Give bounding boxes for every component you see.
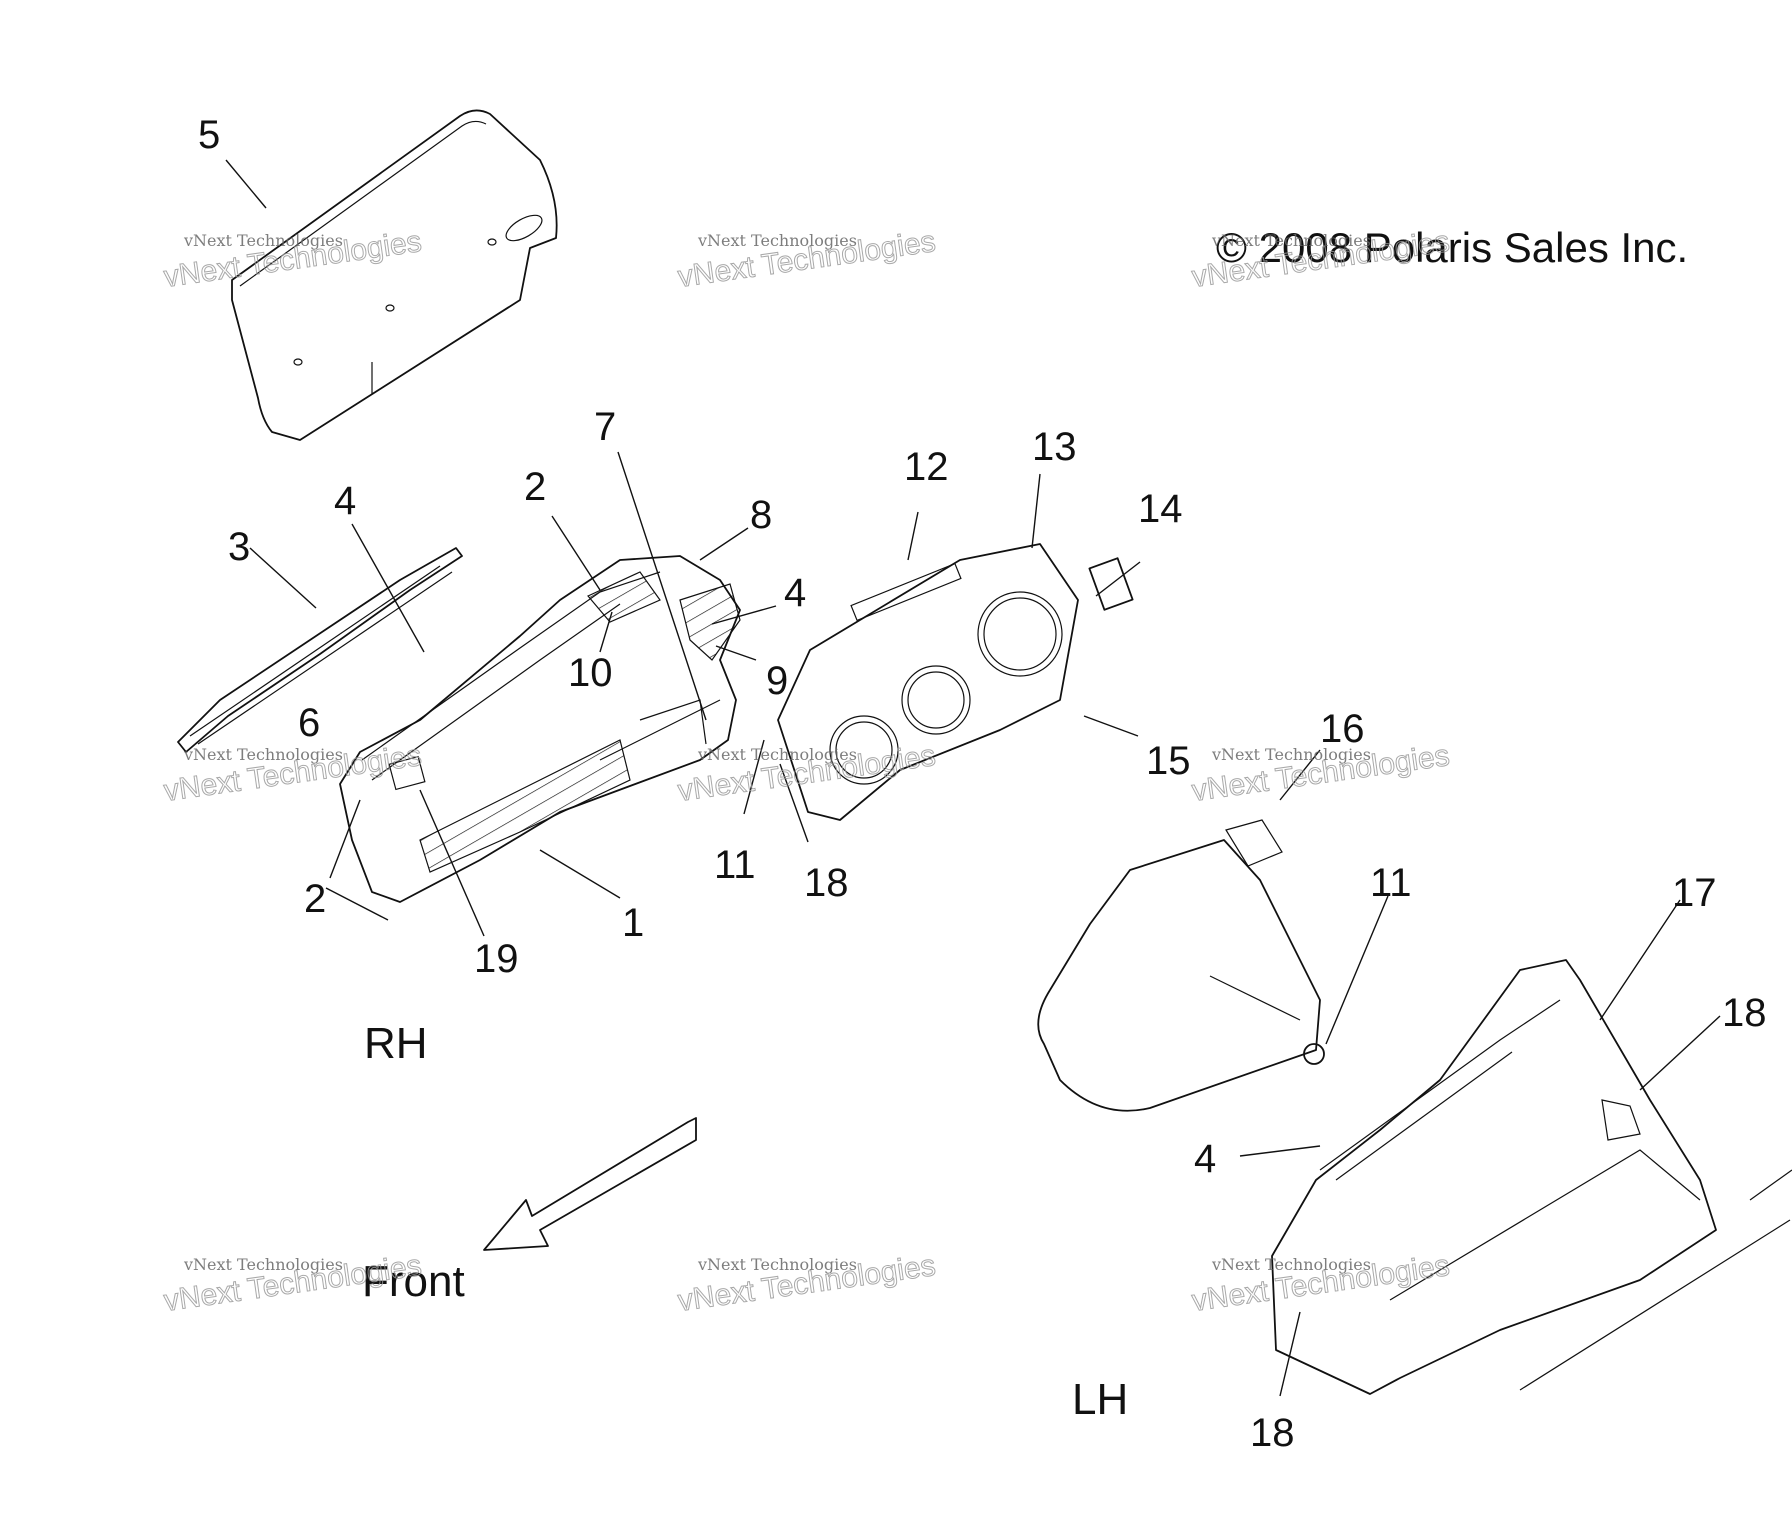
callout-4: 4 [1194, 1137, 1216, 1181]
callout-11: 11 [714, 843, 756, 887]
part-3-trim-strip [177, 547, 463, 753]
copyright-notice: © 2008 Polaris Sales Inc. [1216, 224, 1688, 271]
svg-text:vNext Technologies: vNext Technologies [1211, 231, 1371, 250]
callout-6: 6 [298, 701, 320, 745]
callout-9: 9 [766, 659, 788, 703]
callout-18: 18 [804, 861, 849, 905]
callout-2: 2 [524, 465, 546, 509]
callout-16: 16 [1320, 707, 1365, 751]
svg-text:vNext Technologies: vNext Technologies [697, 1255, 857, 1274]
svg-text:vNext Technologies: vNext Technologies [183, 1255, 343, 1274]
svg-text:vNext Technologies: vNext Technologies [183, 231, 343, 250]
watermark: vNext Technologies vNext Technologies [161, 739, 424, 809]
watermark: vNext Technologies vNext Technologies [1189, 225, 1452, 295]
callout-1: 1 [622, 901, 644, 945]
svg-text:vNext Technologies: vNext Technologies [183, 745, 343, 764]
callout-13: 13 [1032, 425, 1077, 469]
part-1-rh-dash-assembly [339, 555, 741, 903]
part-16-cover [1037, 819, 1321, 1112]
callout-19: 19 [474, 937, 519, 981]
watermark: vNext Technologies vNext Technologies [161, 1249, 424, 1319]
callout-2: 2 [304, 877, 326, 921]
callout-labels: 1 2 2 3 4 4 4 5 6 7 8 9 10 11 11 12 13 1… [198, 113, 1767, 1455]
part-11-grommet [1303, 1043, 1325, 1065]
callout-18: 18 [1722, 991, 1767, 1035]
callout-14: 14 [1138, 487, 1183, 531]
watermark: vNext Technologies vNext Technologies [675, 1249, 938, 1319]
callout-5: 5 [198, 113, 220, 157]
svg-text:vNext Technologies: vNext Technologies [1211, 1255, 1371, 1274]
leader-lines [225, 159, 1721, 1397]
callout-4: 4 [334, 479, 356, 523]
watermark: vNext Technologies vNext Technologies [161, 225, 424, 295]
part-5-panel [231, 109, 558, 441]
watermark: vNext Technologies vNext Technologies [675, 225, 938, 295]
callout-18: 18 [1250, 1411, 1295, 1455]
part-14-decal [1088, 557, 1134, 611]
part-13-gauge-plate [777, 543, 1079, 821]
front-arrow [483, 1117, 697, 1251]
svg-text:vNext Technologies: vNext Technologies [1211, 745, 1371, 764]
rh-view-label: RH [364, 1019, 428, 1068]
watermark: vNext Technologies vNext Technologies [675, 739, 938, 809]
svg-text:vNext Technologies: vNext Technologies [697, 231, 857, 250]
callout-3: 3 [228, 525, 250, 569]
callout-15: 15 [1146, 739, 1191, 783]
callout-12: 12 [904, 445, 949, 489]
callout-7: 7 [594, 405, 616, 449]
lh-view-label: LH [1072, 1375, 1128, 1424]
front-direction-label: Front [362, 1257, 465, 1306]
callout-17: 17 [1672, 871, 1717, 915]
callout-11: 11 [1370, 861, 1412, 905]
part-17-lh-dash-assembly [1271, 959, 1792, 1395]
callout-4: 4 [784, 571, 806, 615]
watermark: vNext Technologies vNext Technologies [1189, 739, 1452, 809]
callout-8: 8 [750, 493, 772, 537]
watermark: vNext Technologies vNext Technologies [1189, 1249, 1452, 1319]
callout-10: 10 [568, 651, 613, 695]
svg-text:vNext Technologies: vNext Technologies [697, 745, 857, 764]
